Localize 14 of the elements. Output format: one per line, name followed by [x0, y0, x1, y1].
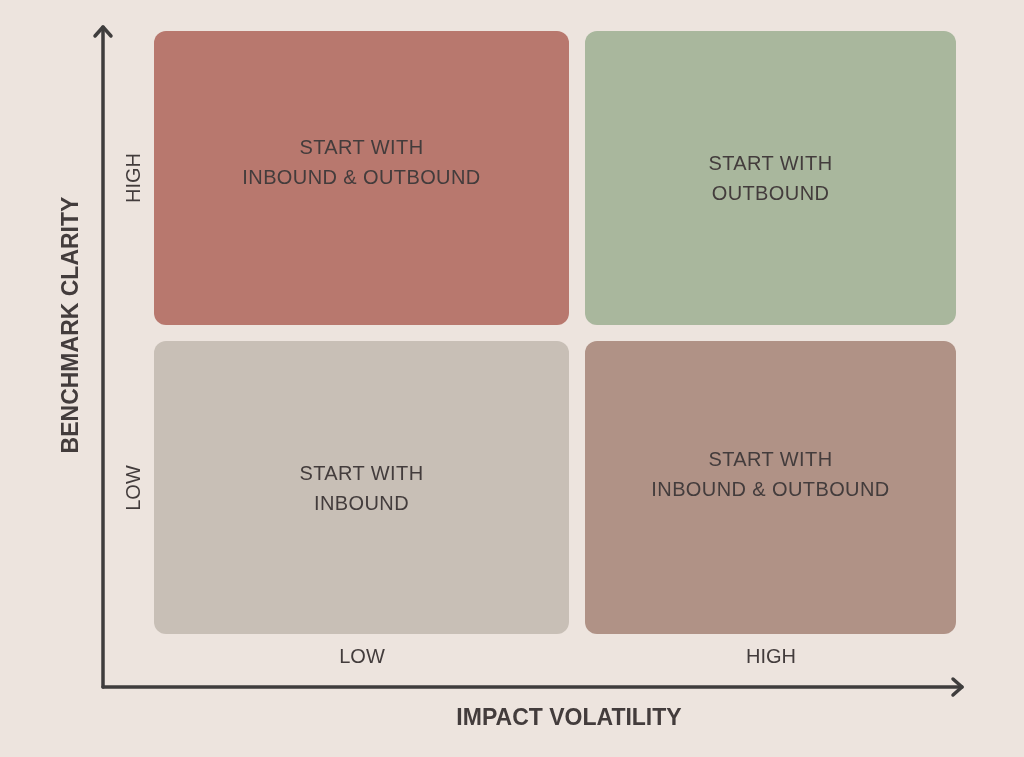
axis-title: BENCHMARK CLARITY [58, 196, 82, 454]
axis-title: IMPACT VOLATILITY [456, 705, 682, 729]
quadrant-label: START WITH INBOUND & OUTBOUND [651, 446, 890, 502]
axis-tick-label: HIGH [746, 644, 796, 668]
quadrant-box [154, 31, 569, 325]
axis-tick-label: LOW [121, 465, 145, 511]
quadrant-label: START WITH INBOUND [299, 460, 424, 516]
quadrant-box [585, 341, 956, 634]
quadrant-box [154, 341, 569, 634]
axis-tick-label: LOW [339, 644, 385, 668]
quadrant-label: START WITH INBOUND & OUTBOUND [242, 135, 481, 190]
quadrant-label: START WITH OUTBOUND [708, 151, 833, 206]
quadrant-box [585, 31, 956, 325]
axis-tick-label: HIGH [121, 153, 145, 203]
